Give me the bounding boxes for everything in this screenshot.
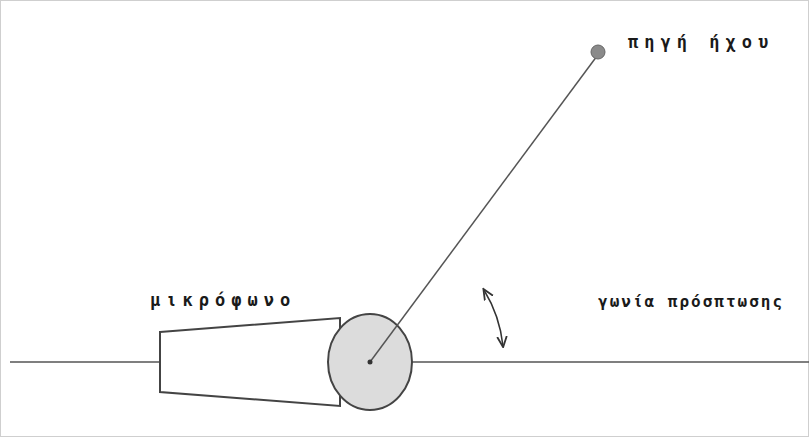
microphone-body [160,318,340,406]
sound-ray [370,56,597,362]
text-label: πηγή ήχου [628,32,774,52]
text-label: γωνία πρόσπτωσης [598,292,784,311]
microphone-center [368,360,373,365]
sound-source-dot [591,45,605,59]
text-label: μικρόφωνο [150,290,296,310]
angle-arrow [484,290,503,346]
microphone-head [328,314,412,410]
